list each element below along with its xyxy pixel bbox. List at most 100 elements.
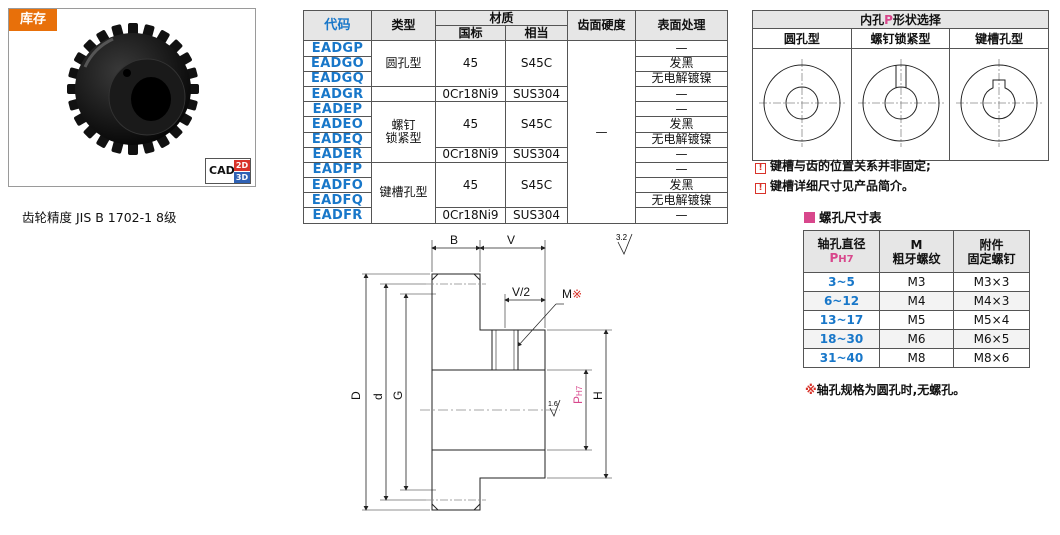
footnote: ※轴孔规格为圆孔时,无螺孔。 xyxy=(805,381,965,398)
shaft-range-cell: 6~12 xyxy=(803,291,880,311)
material-equiv-cell: SUS304 xyxy=(504,85,569,103)
dim-m-label: M※ xyxy=(562,287,582,301)
gear-section-drawing: B V V/2 M※ D d G PH7 H 3.2 1.6 xyxy=(349,233,633,511)
square-bullet-icon xyxy=(804,212,815,223)
table-row: 6~12 M4 M4×3 xyxy=(803,291,1030,311)
header-p-sub: H7 xyxy=(838,253,854,265)
code-cell[interactable]: EADEP xyxy=(303,101,372,118)
fixing-screw-cell: M5×4 xyxy=(953,310,1030,330)
hole-round-option[interactable] xyxy=(752,48,852,161)
round-hole-icon xyxy=(759,59,845,147)
code-cell[interactable]: EADEO xyxy=(303,116,372,133)
note-keyway-detail: !键槽详细尺寸见产品简介。 xyxy=(755,177,914,194)
code-cell[interactable]: EADGO xyxy=(303,55,372,72)
code-cell[interactable]: EADGP xyxy=(303,40,372,57)
code-cell[interactable]: EADER xyxy=(303,146,372,163)
material-equiv-cell: SUS304 xyxy=(504,146,569,163)
gear-photo xyxy=(67,23,199,155)
gear-precision-text: 齿轮精度 JIS B 1702-1 8级 xyxy=(22,210,177,225)
header-material: 材质 xyxy=(434,9,569,27)
header-surface: 表面处理 xyxy=(635,9,729,42)
hole-shape-title-p: P xyxy=(884,13,893,27)
material-equiv-cell: S45C xyxy=(504,40,569,87)
hole-keyway-label: 键槽孔型 xyxy=(949,28,1049,49)
surface-cell: — xyxy=(635,161,729,179)
header-p-h7: PH7 xyxy=(804,251,879,267)
cad-download-badge[interactable]: CAD 2D 3D xyxy=(205,158,251,184)
header-m: M xyxy=(910,237,923,252)
hole-screw-label: 螺钉锁紧型 xyxy=(850,28,951,49)
table-row: 18~30 M6 M6×5 xyxy=(803,329,1030,349)
header-type: 类型 xyxy=(371,9,436,42)
code-cell[interactable]: EADFR xyxy=(303,207,372,224)
surface-cell: — xyxy=(635,85,729,103)
cad-2d-button[interactable]: 2D xyxy=(234,160,250,171)
fixing-screw-cell: M4×3 xyxy=(953,291,1030,311)
shaft-range-cell: 18~30 xyxy=(803,329,880,349)
hole-screw-option[interactable] xyxy=(850,48,951,161)
header-accessory: 附件 固定螺钉 xyxy=(953,230,1030,273)
header-hardness: 齿面硬度 xyxy=(567,9,637,42)
code-cell[interactable]: EADGR xyxy=(303,85,372,103)
fixing-screw-cell: M6×5 xyxy=(953,329,1030,349)
header-shaft-diameter-text: 轴孔直径 xyxy=(817,236,866,251)
thread-cell: M8 xyxy=(879,348,954,368)
cad-3d-button[interactable]: 3D xyxy=(234,172,250,183)
material-std-cell: 0Cr18Ni9 xyxy=(435,85,506,103)
header-p: P xyxy=(829,250,839,265)
table-row: 31~40 M8 M8×6 xyxy=(803,348,1030,368)
material-std-cell: 45 xyxy=(435,101,506,148)
note-mark-icon: ! xyxy=(755,163,766,174)
dim-v2-label: V/2 xyxy=(512,285,530,299)
code-cell[interactable]: EADFQ xyxy=(303,192,372,209)
dim-g-label: G xyxy=(391,391,405,400)
material-std-cell: 45 xyxy=(435,161,506,209)
dim-h-label: H xyxy=(591,391,605,400)
dim-p-text: P xyxy=(571,396,585,404)
note-keyway-detail-text: 键槽详细尺寸见产品简介。 xyxy=(770,179,915,193)
thread-cell: M3 xyxy=(879,272,954,292)
spec-table: 代码 类型 材质 齿面硬度 表面处理 国标 相当 EADGP 圆孔型 45 S4… xyxy=(303,9,729,224)
surface-cell: 发黑 xyxy=(635,116,729,133)
dim-m-mark: ※ xyxy=(572,287,582,301)
type-cell-empty xyxy=(371,86,436,103)
screw-size-table: 轴孔直径 PH7 M 粗牙螺纹 附件 固定螺钉 3~5 M3 M3×3 6~12… xyxy=(803,230,1030,368)
material-equiv-cell: S45C xyxy=(504,161,569,209)
header-accessory-text: 附件 xyxy=(979,237,1004,252)
header-fixing-screw: 固定螺钉 xyxy=(967,251,1016,266)
code-cell[interactable]: EADFO xyxy=(303,177,372,194)
type-cell: 圆孔型 xyxy=(371,40,436,87)
dim-b-label: B xyxy=(450,233,458,247)
hole-round-label: 圆孔型 xyxy=(752,28,852,49)
shaft-range-cell: 31~40 xyxy=(803,348,880,368)
thread-cell: M5 xyxy=(879,310,954,330)
code-cell[interactable]: EADEQ xyxy=(303,131,372,148)
product-panel: 库存 CAD 2D 3D xyxy=(8,8,256,187)
screw-table-title: 螺孔尺寸表 xyxy=(804,207,882,226)
material-std-cell: 45 xyxy=(435,40,506,87)
code-cell[interactable]: EADGQ xyxy=(303,70,372,87)
surface-cell: — xyxy=(635,101,729,118)
surface-cell: 无电解镀镍 xyxy=(635,192,729,209)
fixing-screw-cell: M8×6 xyxy=(953,348,1030,368)
material-std-cell: 0Cr18Ni9 xyxy=(435,146,506,163)
code-cell[interactable]: EADFP xyxy=(303,161,372,179)
surface-cell: — xyxy=(635,146,729,163)
footnote-mark: ※ xyxy=(805,383,817,397)
type-screw-line2: 锁紧型 xyxy=(385,131,422,145)
surface-cell: 无电解镀镍 xyxy=(635,70,729,87)
dim-v-label: V xyxy=(507,233,515,247)
hole-keyway-option[interactable] xyxy=(949,48,1049,161)
surface-cell: 无电解镀镍 xyxy=(635,131,729,148)
note-keyway-position-text: 键槽与齿的位置关系并非固定; xyxy=(770,159,931,173)
header-coarse-thread: 粗牙螺纹 xyxy=(892,251,941,266)
shaft-range-cell: 3~5 xyxy=(803,272,880,292)
cad-label: CAD xyxy=(209,164,235,177)
type-cell: 键槽孔型 xyxy=(371,161,436,224)
dim-d-outer-label: D xyxy=(349,391,363,400)
table-row: 13~17 M5 M5×4 xyxy=(803,310,1030,330)
header-code: 代码 xyxy=(303,9,372,42)
type-screw-line1: 螺钉 xyxy=(391,118,416,132)
fixing-screw-cell: M3×3 xyxy=(953,272,1030,292)
type-cell: 螺钉 锁紧型 xyxy=(371,101,436,163)
